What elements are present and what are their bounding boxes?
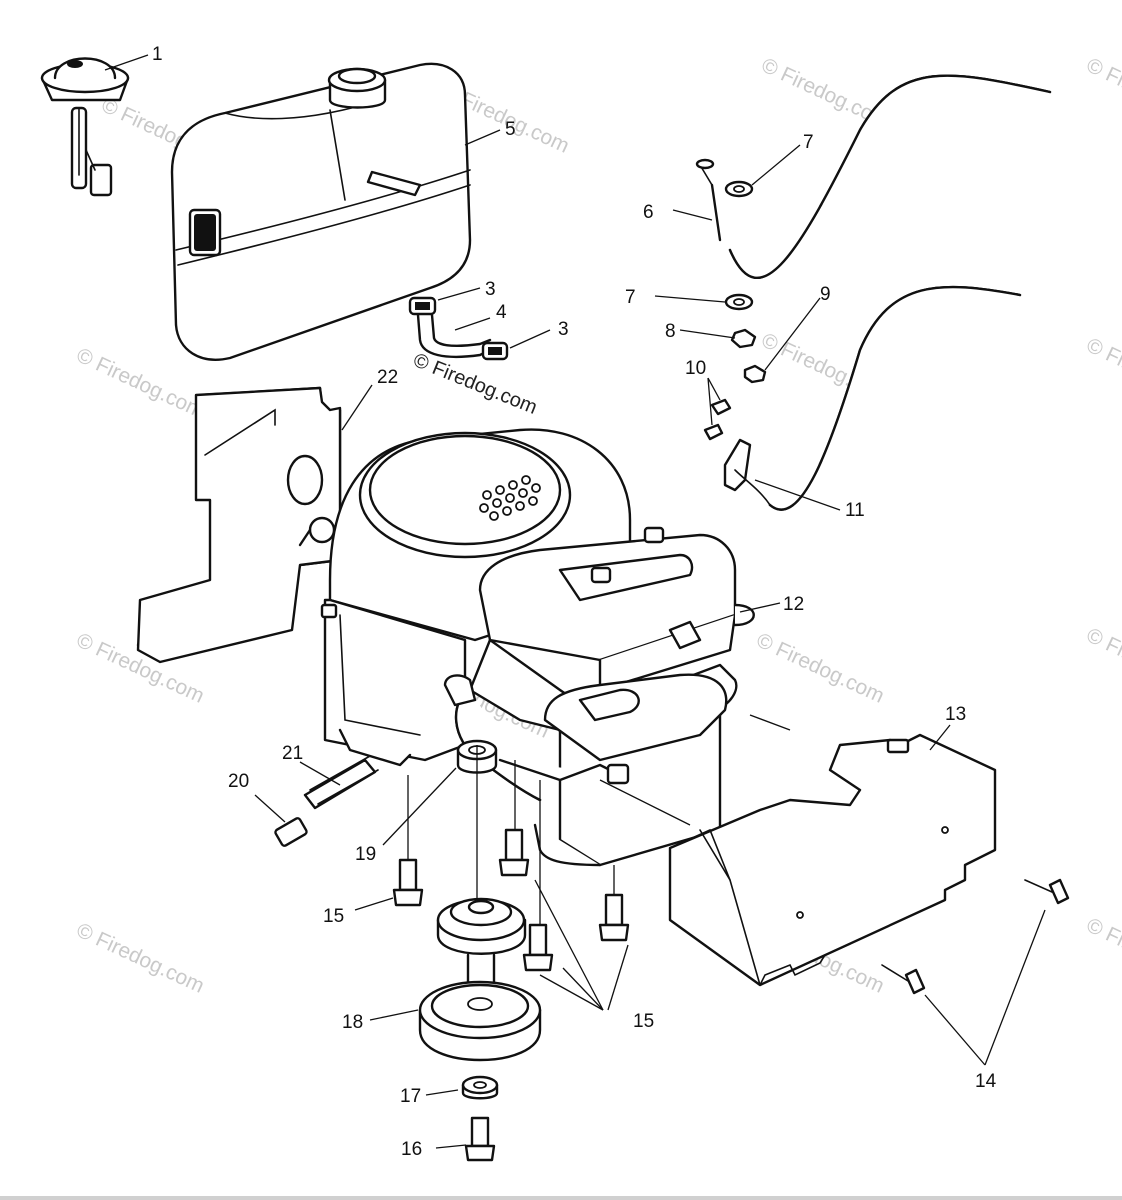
watermark: © Firedog.com [1083,624,1122,703]
callout-12: 12 [783,594,804,615]
watermark: © Firedog.com [73,344,208,423]
washer [461,1075,499,1100]
watermark: © Firedog.com [1083,334,1122,413]
shield-bolts [881,878,1070,995]
engine-shield [668,733,997,987]
bolt [598,893,630,942]
callout-11: 11 [845,500,865,521]
engine [298,428,755,867]
watermark: © Firedog.com [1083,914,1122,993]
bottom-divider [0,1196,1122,1200]
callout-6: 6 [643,202,654,223]
callout-20: 20 [228,771,249,792]
callout-8: 8 [665,321,676,342]
callout-17: 17 [400,1086,421,1107]
air-vents [479,475,541,521]
bolt [522,923,554,972]
bolt [498,828,530,877]
callouts: 1 3 3 4 5 6 7 7 8 9 10 11 12 13 14 15 15… [152,44,997,1160]
fuel-tank [170,62,472,361]
callout-4: 4 [496,302,507,323]
callout-9: 9 [820,284,831,305]
callout-15-left: 15 [323,906,344,927]
callout-13: 13 [945,704,966,725]
callout-14: 14 [975,1071,997,1092]
pulley-assembly [418,897,542,1062]
watermark: © Firedog.com [1083,54,1122,133]
cables [695,74,1052,511]
callout-15-right: 15 [633,1011,654,1032]
callout-16: 16 [401,1139,422,1160]
callout-18: 18 [342,1012,363,1033]
callout-19: 19 [355,844,376,865]
callout-1: 1 [152,44,163,65]
callout-3-upper: 3 [485,279,496,300]
fuel-cap-gauge [40,57,130,197]
dipstick-tube [274,755,379,847]
callout-7-upper: 7 [803,132,814,153]
callout-7-lower: 7 [625,287,636,308]
callout-3-lower: 3 [558,319,569,340]
callout-5: 5 [505,119,516,140]
leader-lines [104,54,1046,1149]
fuel-line-clamps [408,296,509,361]
watermark: © Firedog.com [73,919,208,998]
pulley-bolt [464,1116,496,1162]
bolt [392,858,424,907]
callout-10: 10 [685,358,706,379]
callout-21: 21 [282,743,303,764]
watermark: © Firedog.com [753,629,888,708]
watermark-main: © Firedog.com [410,349,540,419]
mounting-bolts [392,828,630,972]
baffle-plate [136,386,342,664]
callout-22: 22 [377,367,398,388]
